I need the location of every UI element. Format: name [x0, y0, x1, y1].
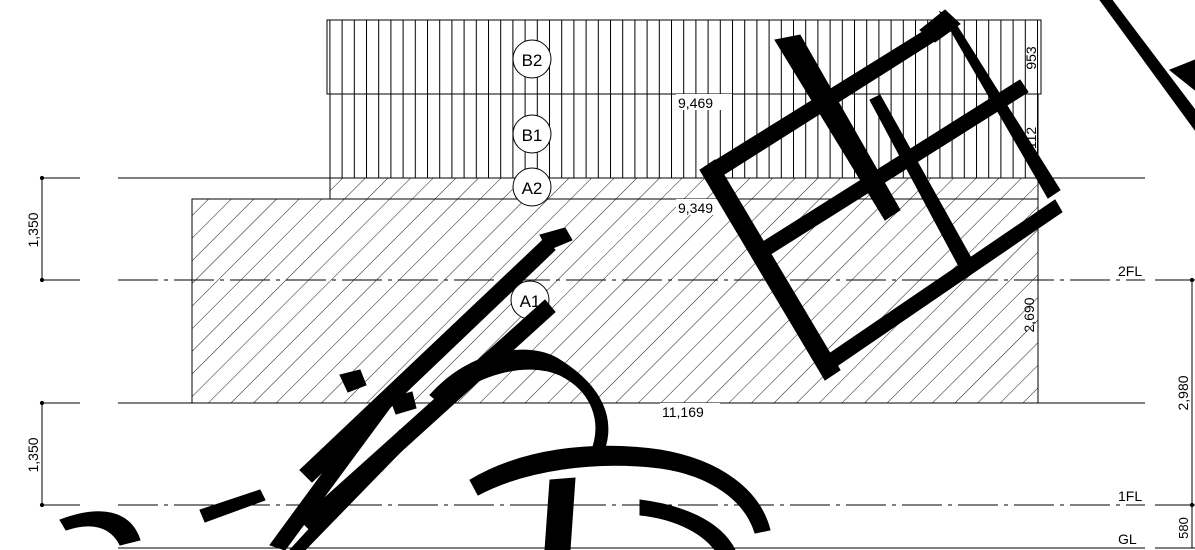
- area-label-b1-text: B1: [522, 126, 543, 145]
- right-dim-floor: 2,980: [1175, 375, 1191, 410]
- level-label-2fl: 2FL: [1118, 263, 1142, 279]
- height-label-b2: 953: [1023, 46, 1039, 70]
- level-label-gl: GL: [1118, 531, 1137, 547]
- area-label-b1: B1: [512, 114, 552, 154]
- width-label-a1: 11,169: [662, 404, 704, 420]
- area-label-b2: B2: [512, 39, 552, 79]
- right-dim-base: 580: [1176, 517, 1191, 539]
- height-label-a1: 2,690: [1021, 297, 1037, 332]
- area-a1-block: [191, 198, 1039, 404]
- area-label-b2-text: B2: [522, 51, 543, 70]
- width-label-b: 9,469: [678, 95, 713, 111]
- right-dimension-lines: [1189, 277, 1195, 548]
- width-label-a2: 9,349: [678, 200, 713, 216]
- level-label-1fl: 1FL: [1118, 488, 1142, 504]
- area-label-a2: A2: [512, 167, 552, 207]
- left-dimension-lines: [39, 175, 45, 508]
- left-dim-upper: 1,350: [25, 212, 41, 247]
- area-label-a2-text: A2: [522, 179, 543, 198]
- watermark-graphic: [59, 0, 1195, 550]
- left-dim-lower: 1,350: [25, 437, 41, 472]
- area-label-a1-text: A1: [520, 292, 541, 311]
